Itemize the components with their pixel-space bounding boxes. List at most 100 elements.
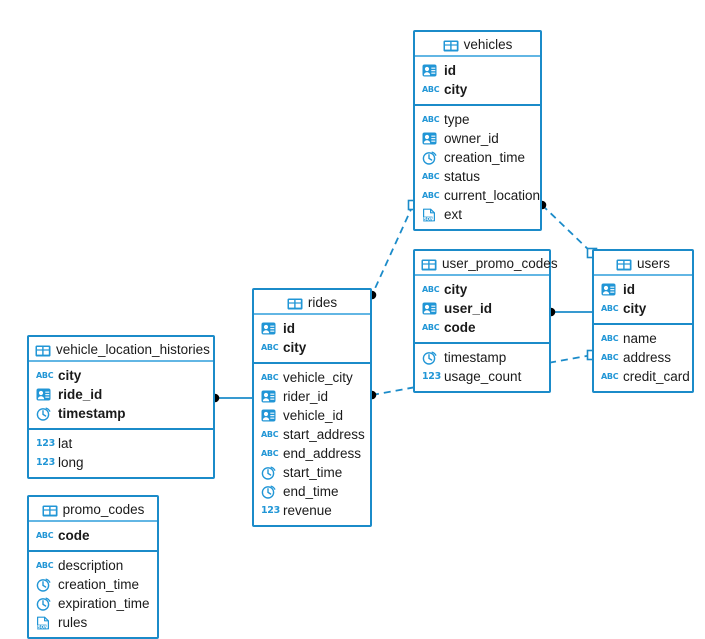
svg-text:JSON: JSON [36,624,48,629]
key-field-user_id[interactable]: user_id [415,299,549,318]
field-label: rider_id [283,389,329,404]
field-label: status [444,169,481,184]
key-field-id[interactable]: id [254,319,370,338]
field-expiration_time[interactable]: expiration_time [29,594,157,613]
clock-icon [422,150,439,165]
clock-icon [422,350,439,365]
id-card-icon [422,301,439,316]
abc-icon: ABC [422,84,440,94]
field-label: revenue [283,503,332,518]
entity-header-user_promo_codes[interactable]: user_promo_codes [415,251,558,276]
table-icon [616,254,632,279]
123-icon: 123 [36,456,55,468]
field-start_address[interactable]: ABC start_address [254,425,370,444]
abc-icon: ABC [601,371,619,381]
field-timestamp[interactable]: timestamp [415,348,549,367]
key-field-city[interactable]: ABC city [415,80,540,99]
field-label: city [58,368,82,383]
id-card-icon [36,387,53,402]
field-start_time[interactable]: start_time [254,463,370,482]
abc-icon: ABC [422,190,440,200]
abc-icon: ABC [601,303,619,313]
entity-title: users [636,256,670,271]
field-label: credit_card [623,369,690,384]
relationship-rel-user-promo-codes-users[interactable] [546,307,592,317]
field-end_time[interactable]: end_time [254,482,370,501]
key-field-id[interactable]: id [415,61,540,80]
clock-icon [36,406,53,421]
key-field-id[interactable]: id [594,280,692,299]
abc-icon: ABC [261,372,279,382]
field-label: city [444,82,468,97]
entity-header-users[interactable]: users [594,251,692,276]
entity-header-rides[interactable]: rides [254,290,370,315]
key-field-timestamp[interactable]: timestamp [29,404,213,423]
entity-header-vehicles[interactable]: vehicles [415,32,540,57]
field-credit_card[interactable]: ABC credit_card [594,367,692,386]
abc-icon: ABC [422,322,440,332]
field-label: vehicle_id [283,408,344,423]
field-label: end_address [283,446,362,461]
relationship-rel-vehicles-rides[interactable] [367,199,419,300]
field-label: long [58,455,84,470]
123-icon: 123 [261,504,280,516]
clock-icon [261,465,278,480]
svg-text:JSON: JSON [422,216,434,221]
relationship-rel-vlh-rides[interactable] [210,393,252,403]
field-creation_time[interactable]: creation_time [415,148,540,167]
json-icon: JSON [36,615,53,630]
key-field-ride_id[interactable]: ride_id [29,385,213,404]
abc-icon: ABC [422,284,440,294]
field-status[interactable]: ABC status [415,167,540,186]
field-label: id [623,282,635,297]
field-label: start_address [283,427,365,442]
entity-title: vehicle_location_histories [56,342,210,357]
relationship-line [371,204,414,296]
field-vehicle_id[interactable]: vehicle_id [254,406,370,425]
entity-header-promo_codes[interactable]: promo_codes [29,497,157,522]
abc-icon: ABC [601,333,619,343]
key-field-code[interactable]: ABC code [415,318,549,337]
field-rider_id[interactable]: rider_id [254,387,370,406]
abc-icon: ABC [601,352,619,362]
abc-icon: ABC [261,429,279,439]
field-label: city [623,301,647,316]
field-creation_time[interactable]: creation_time [29,575,157,594]
abc-icon: ABC [422,171,440,181]
field-label: code [444,320,476,335]
clock-icon [36,577,53,592]
id-card-icon [261,408,278,423]
entity-header-vehicle_location_histories[interactable]: vehicle_location_histories [29,337,213,362]
key-field-city[interactable]: ABC city [594,299,692,318]
field-owner_id[interactable]: owner_id [415,129,540,148]
